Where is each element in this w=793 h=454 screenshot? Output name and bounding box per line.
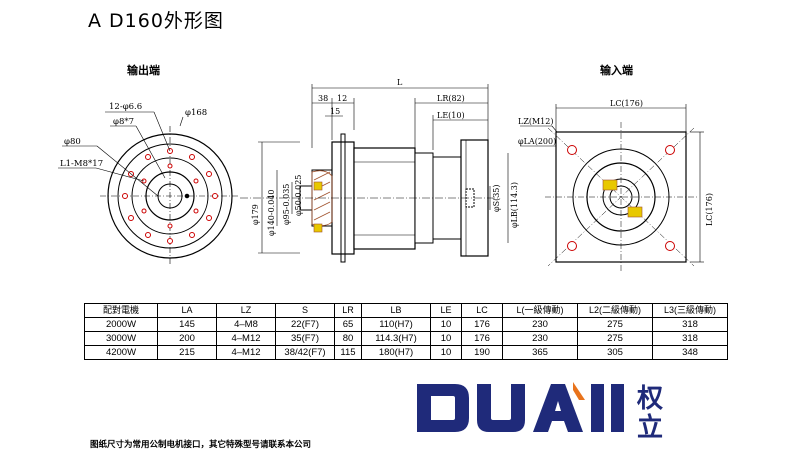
table-cell: 2000W — [84, 317, 158, 332]
col-lb: LB — [361, 303, 431, 318]
d140-label: φ140-0.040 — [267, 190, 276, 236]
len-L-label: L — [397, 78, 403, 87]
logo-cn-top: 权 — [636, 384, 663, 414]
table-cell: 38/42(F7) — [275, 345, 335, 360]
logo-wordmark — [417, 382, 624, 432]
input-end-label: 输入端 — [600, 64, 633, 77]
table-cell: 200 — [157, 331, 217, 346]
table-cell: 115 — [334, 345, 362, 360]
table-row: 2000W 145 4–M8 22(F7) 65 110(H7) 10 176 … — [84, 317, 728, 332]
col-motor: 配對電機 — [84, 303, 158, 318]
table-cell: 230 — [502, 317, 578, 332]
table-cell: 230 — [502, 331, 578, 346]
table-row: 3000W 200 4–M12 35(F7) 80 114.3(H7) 10 1… — [84, 331, 728, 346]
table-cell: 65 — [334, 317, 362, 332]
d179-label: φ179 — [251, 204, 260, 225]
table-cell: 4200W — [84, 345, 158, 360]
col-le: LE — [430, 303, 462, 318]
table-cell: 176 — [461, 331, 503, 346]
table-cell: 215 — [157, 345, 217, 360]
logo-cn-bottom: 立 — [637, 412, 663, 438]
d50-label: φ50-0.025 — [294, 175, 303, 216]
table-cell: 3000W — [84, 331, 158, 346]
table-cell: 318 — [652, 317, 728, 332]
bolt-holes-label: 12-φ6.6 — [109, 102, 142, 112]
la-label: φLA(200) — [518, 137, 556, 146]
d80-label: φ80 — [64, 137, 81, 147]
lc-top-label: LC(176) — [610, 99, 643, 108]
table-cell: 190 — [461, 345, 503, 360]
table-cell: 4–M12 — [216, 345, 276, 360]
table-cell: 35(F7) — [275, 331, 335, 346]
shaft-s-label: φS(35) — [492, 184, 501, 212]
brand-logo: 权 立 — [417, 382, 663, 438]
len-12-label: 12 — [337, 94, 347, 103]
col-lr: LR — [334, 303, 362, 318]
col-la: LA — [157, 303, 217, 318]
table-cell: 110(H7) — [361, 317, 431, 332]
lz-label: LZ(M12) — [518, 117, 553, 126]
table-cell: 10 — [430, 331, 462, 346]
d168-label: φ168 — [185, 108, 207, 118]
col-l1: L(一級傳動) — [502, 303, 578, 318]
col-lc: LC — [461, 303, 503, 318]
le-label: LE(10) — [437, 111, 465, 120]
lr-label: LR(82) — [437, 94, 465, 103]
table-cell: 80 — [334, 331, 362, 346]
table-cell: 10 — [430, 317, 462, 332]
table-cell: 275 — [577, 331, 653, 346]
page-title: A D160外形图 — [88, 10, 224, 32]
lb-label: φLB(114.3) — [510, 182, 519, 228]
col-s: S — [275, 303, 335, 318]
col-l3: L3(三級傳動) — [652, 303, 728, 318]
table-cell: 114.3(H7) — [361, 331, 431, 346]
lc-side-label: LC(176) — [705, 193, 714, 226]
table-cell: 318 — [652, 331, 728, 346]
table-cell: 348 — [652, 345, 728, 360]
table-cell: 10 — [430, 345, 462, 360]
side-view — [240, 84, 509, 263]
table-cell: 275 — [577, 317, 653, 332]
spec-table: 配對電機 LA LZ S LR LB LE LC L(一級傳動) L2(二級傳動… — [84, 303, 728, 360]
table-cell: 4–M12 — [216, 331, 276, 346]
table-cell: 22(F7) — [275, 317, 335, 332]
pin-label: φ8*7 — [113, 117, 134, 127]
col-l2: L2(二級傳動) — [577, 303, 653, 318]
col-lz: LZ — [216, 303, 276, 318]
table-header-row: 配對電機 LA LZ S LR LB LE LC L(一級傳動) L2(二級傳動… — [84, 303, 728, 318]
len-38-label: 38 — [318, 94, 328, 103]
table-row: 4200W 215 4–M12 38/42(F7) 115 180(H7) 10… — [84, 345, 728, 360]
table-cell: 176 — [461, 317, 503, 332]
output-end-view — [58, 111, 240, 266]
input-end-view — [520, 104, 704, 272]
output-end-label: 输出端 — [127, 64, 160, 77]
len-15-label: 15 — [330, 107, 340, 116]
technical-drawing: 12-φ6.6 φ8*7 φ80 L1-M8*17 φ168 — [58, 78, 714, 272]
table-cell: 145 — [157, 317, 217, 332]
table-cell: 4–M8 — [216, 317, 276, 332]
tap-label: L1-M8*17 — [60, 159, 103, 169]
d95-label: φ95-0.035 — [282, 184, 291, 225]
footer-note: 图纸尺寸为常用公制电机接口，其它特殊型号请联系本公司 — [90, 440, 312, 450]
table-cell: 305 — [577, 345, 653, 360]
table-cell: 365 — [502, 345, 578, 360]
table-cell: 180(H7) — [361, 345, 431, 360]
